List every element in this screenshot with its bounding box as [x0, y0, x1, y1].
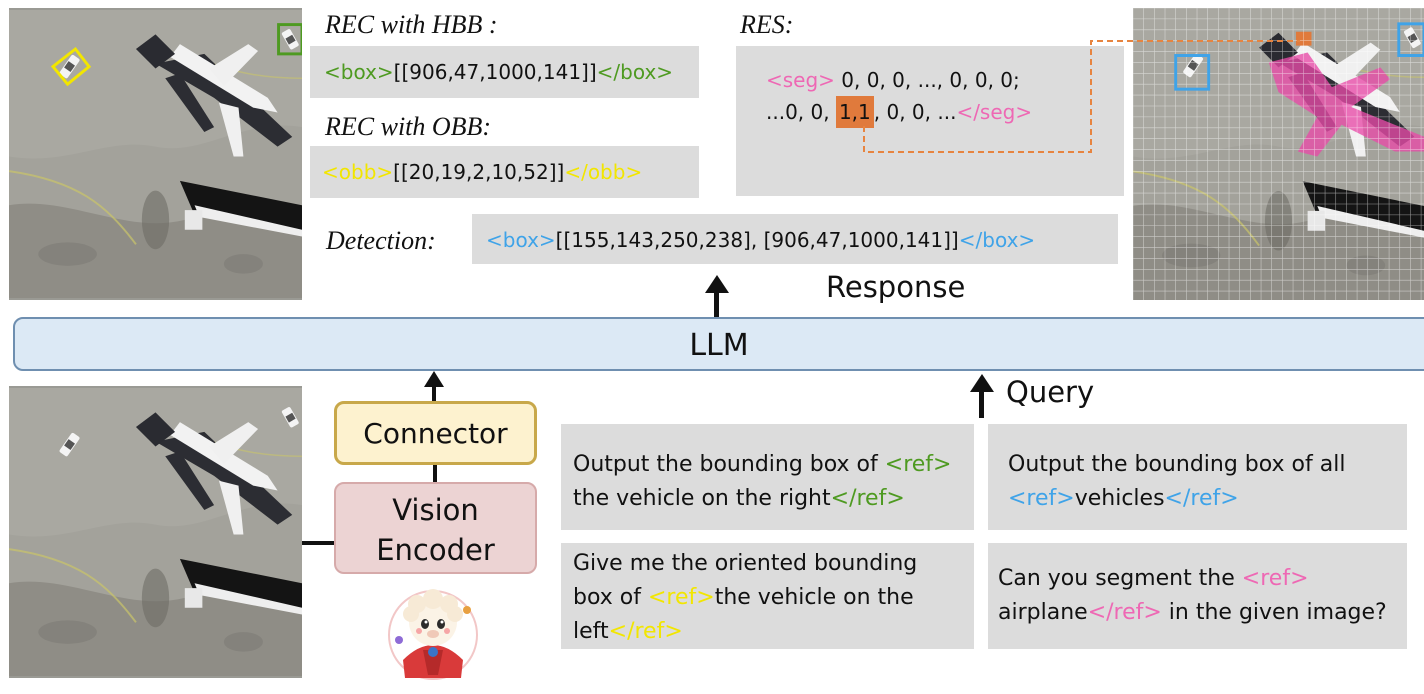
res-line-2-prefix: ...0, 0,: [766, 100, 836, 124]
detection-label: Detection:: [326, 226, 436, 255]
res-line-1: <seg> 0, 0, 0, ..., 0, 0, 0;: [766, 68, 1020, 92]
q2-open-tag: <ref>: [1008, 486, 1075, 511]
vision-encoder-label: Vision Encoder: [336, 490, 535, 570]
connector-llm-arrow-shaft: [432, 384, 436, 402]
rec-hbb-label: REC with HBB :: [325, 10, 498, 39]
obb-open-tag: <obb>: [322, 160, 394, 184]
connector-llm-arrow-head: [424, 371, 444, 387]
encoder-connector-line: [433, 465, 437, 483]
query-box-2: Output the bounding box of all <ref>vehi…: [988, 424, 1407, 530]
segmentation-image: [1133, 8, 1424, 300]
obb-value: [[20,19,2,10,52]]: [393, 160, 565, 184]
q3-open-tag: <ref>: [647, 585, 715, 610]
res-output-box: <seg> 0, 0, 0, ..., 0, 0, 0; ...0, 0, 1,…: [736, 46, 1124, 196]
hbb-open-tag: <box>: [324, 60, 394, 84]
hbb-box: [277, 23, 302, 56]
q1-open-tag: <ref>: [884, 452, 952, 477]
q2-word: vehicles: [1074, 486, 1165, 511]
vision-encoder-line-1: Vision: [392, 493, 479, 527]
obb-output-text: <obb>[[20,19,2,10,52]]</obb>: [322, 160, 642, 184]
rec-obb-label: REC with OBB:: [325, 112, 492, 141]
seg-close-tag: </seg>: [956, 100, 1033, 124]
res-label: RES:: [740, 10, 794, 39]
q4-pre: Can you segment the: [998, 566, 1242, 591]
res-line-1-value: 0, 0, 0, ..., 0, 0, 0;: [834, 68, 1020, 92]
detection-output-box: <box>[[155,143,250,238], [906,47,1000,14…: [472, 214, 1118, 264]
image-encoder-line: [302, 541, 334, 545]
q1-close-tag: </ref>: [830, 486, 905, 511]
seg-open-tag: <seg>: [766, 68, 835, 92]
vision-encoder-block: Vision Encoder: [334, 482, 537, 574]
det-close-tag: </box>: [958, 228, 1036, 252]
det-open-tag: <box>: [486, 228, 556, 252]
det-value: [[155,143,250,238], [906,47,1000,141]]: [555, 228, 959, 252]
q3-close-tag: </ref>: [608, 619, 683, 644]
query-1-text: Output the bounding box of <ref> the veh…: [573, 448, 968, 516]
response-label: Response: [826, 270, 966, 304]
q4-close-tag: </ref>: [1087, 600, 1162, 625]
connector-label: Connector: [363, 417, 508, 450]
detection-box-left: [1174, 54, 1211, 91]
q4-word: airplane: [998, 600, 1088, 625]
hbb-value: [[906,47,1000,141]]: [393, 60, 597, 84]
input-image-top: [9, 8, 302, 300]
hbb-output-box: <box>[[906,47,1000,141]]</box>: [310, 46, 699, 98]
llm-block: LLM: [13, 317, 1424, 371]
connector-block: Connector: [334, 401, 537, 465]
query-label: Query: [1006, 375, 1095, 409]
res-highlight-cell: 1,1: [835, 96, 874, 128]
query-arrow-shaft: [979, 388, 984, 418]
llm-label: LLM: [689, 328, 749, 363]
hbb-output-text: <box>[[906,47,1000,141]]</box>: [324, 60, 673, 84]
detection-output-text: <box>[[155,143,250,238], [906,47,1000,14…: [486, 228, 1035, 252]
q3-line1: Give me the oriented bounding: [573, 551, 918, 576]
query-2-text: Output the bounding box of all <ref>vehi…: [1008, 448, 1403, 516]
res-line-2: ...0, 0, 1,1, 0, 0, ...</seg>: [766, 96, 1033, 128]
q4-open-tag: <ref>: [1241, 566, 1309, 591]
query-4-text: Can you segment the <ref> airplane</ref>…: [998, 562, 1403, 630]
q3-line3: left: [573, 619, 609, 644]
input-image-bottom: [9, 386, 302, 678]
query-box-4: Can you segment the <ref> airplane</ref>…: [988, 543, 1407, 649]
response-arrow-shaft: [714, 288, 719, 318]
query-arrow-head: [970, 374, 994, 392]
query-box-3: Give me the oriented bounding box of <re…: [561, 543, 974, 649]
q3-pre2: box of: [573, 585, 648, 610]
obb-output-box: <obb>[[20,19,2,10,52]]</obb>: [310, 146, 699, 198]
q4-post: in the given image?: [1161, 600, 1387, 625]
q2-line1: Output the bounding box of all: [1008, 452, 1346, 477]
hbb-close-tag: </box>: [596, 60, 674, 84]
obb-close-tag: </obb>: [564, 160, 643, 184]
q1-line2: the vehicle on the right: [573, 486, 831, 511]
detection-box-right: [1397, 22, 1424, 57]
llama-mascot-icon: [388, 589, 478, 680]
res-line-2-suffix: , 0, 0, ...: [873, 100, 957, 124]
q2-close-tag: </ref>: [1164, 486, 1239, 511]
q1-pre: Output the bounding box of: [573, 452, 885, 477]
query-3-text: Give me the oriented bounding box of <re…: [573, 547, 968, 649]
obb-box: [50, 46, 92, 87]
query-box-1: Output the bounding box of <ref> the veh…: [561, 424, 974, 530]
vision-encoder-line-2: Encoder: [376, 533, 495, 567]
response-arrow-head: [705, 275, 729, 293]
q3-mid2: the vehicle on the: [714, 585, 914, 610]
